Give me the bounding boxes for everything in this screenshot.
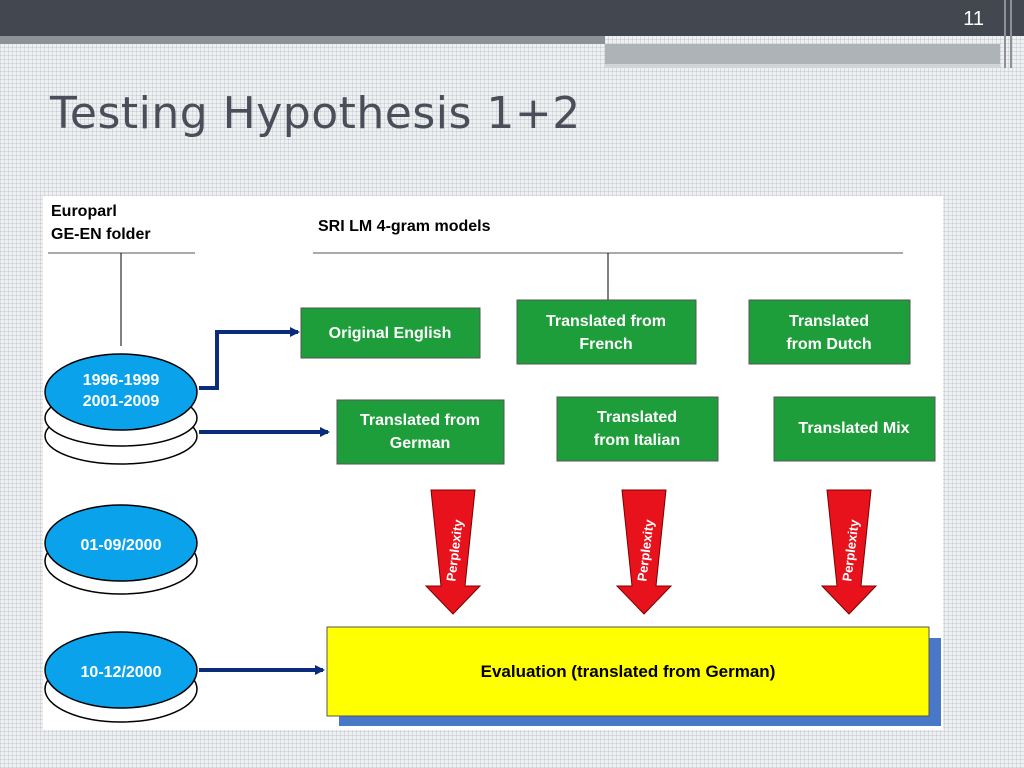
disk-label: 2001-2009: [83, 393, 160, 410]
model-original-english: Original English: [300, 307, 481, 359]
disk-label: 10-12/2000: [81, 664, 162, 681]
perplexity-arrow: Perplexity: [424, 489, 482, 615]
slide-title: Testing Hypothesis 1+2: [50, 88, 581, 139]
model-label: Translated Mix: [798, 420, 909, 437]
disk-label: 01-09/2000: [81, 537, 162, 554]
model-label: from Dutch: [786, 336, 871, 353]
decor-band: [0, 36, 605, 44]
disk-test: 10-12/2000: [44, 631, 198, 723]
model-label: French: [579, 336, 632, 353]
decor-line: [1010, 0, 1012, 68]
models-label: SRI LM 4-gram models: [318, 218, 491, 235]
model-translated-german: Translated from German: [336, 399, 505, 465]
evaluation-label: Evaluation (translated from German): [481, 662, 776, 681]
model-translated-french: Translated from French: [516, 299, 697, 365]
top-bar: 11: [0, 0, 1024, 36]
perplexity-arrow: Perplexity: [820, 489, 878, 615]
model-translated-italian: Translated from Italian: [556, 396, 719, 462]
corpus-label: Europarl: [51, 203, 117, 220]
slide-number: 11: [963, 8, 984, 30]
corpus-label: GE-EN folder: [51, 226, 151, 243]
model-label: Translated: [789, 313, 869, 330]
model-label: from Italian: [594, 432, 680, 449]
model-label: Translated from: [546, 313, 666, 330]
model-translated-mix: Translated Mix: [773, 396, 936, 462]
disk-dev: 01-09/2000: [44, 504, 198, 595]
disk-label: 1996-1999: [83, 372, 160, 389]
decor-band: [605, 44, 1000, 64]
model-label: Original English: [329, 325, 452, 342]
diagram-panel: Europarl GE-EN folder SRI LM 4-gram mode…: [43, 196, 943, 730]
disk-train: 1996-1999 2001-2009: [44, 353, 198, 465]
model-label: German: [390, 435, 450, 452]
arrow-train-to-english: [199, 327, 300, 390]
model-label: Translated from: [360, 412, 480, 429]
perplexity-arrow: Perplexity: [615, 489, 673, 615]
model-translated-dutch: Translated from Dutch: [748, 299, 911, 365]
diagram: Europarl GE-EN folder SRI LM 4-gram mode…: [44, 203, 941, 726]
model-label: Translated: [597, 409, 677, 426]
decor-band: [605, 64, 1000, 68]
evaluation-box: Evaluation (translated from German): [326, 626, 941, 726]
decor-line: [1004, 0, 1006, 68]
